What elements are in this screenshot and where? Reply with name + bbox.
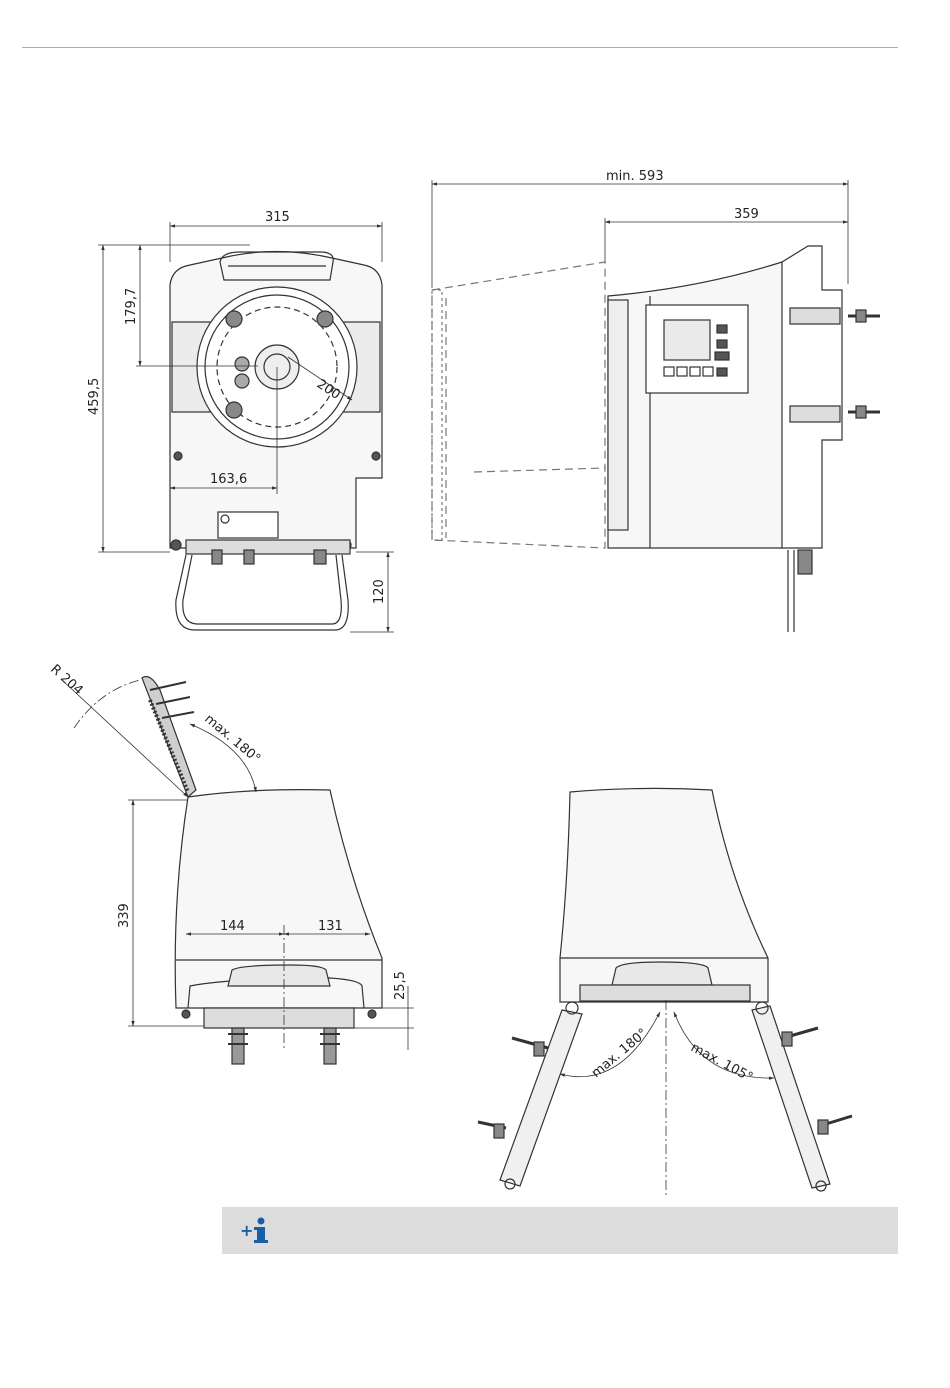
open-angle-label: max. 180° bbox=[201, 712, 263, 767]
front-view bbox=[170, 252, 382, 631]
open-radius-label: R 204 bbox=[47, 662, 85, 699]
pivot-view bbox=[478, 788, 852, 1196]
front-width-label: 315 bbox=[265, 210, 290, 225]
top-right-label: 131 bbox=[318, 919, 343, 934]
front-height-label: 459,5 bbox=[87, 378, 102, 415]
flange-vertical-label: 179,7 bbox=[124, 288, 139, 325]
base-thickness-label: 25,5 bbox=[393, 971, 408, 1000]
info-note-box: + bbox=[222, 1207, 898, 1254]
top-left-label: 144 bbox=[220, 919, 245, 934]
top-view bbox=[142, 677, 382, 1065]
side-view bbox=[432, 246, 880, 632]
handle-height-label: 120 bbox=[372, 579, 387, 604]
side-view-dimensions bbox=[432, 180, 848, 288]
info-plus-icon: + bbox=[240, 1216, 274, 1246]
pivot-right-angle-label: max. 105° bbox=[688, 1040, 755, 1085]
top-height-label: 339 bbox=[117, 903, 132, 928]
side-view-labels: min. 593 359 bbox=[606, 169, 759, 222]
pivot-view-labels: max. 180° max. 105° bbox=[589, 1026, 755, 1085]
pivot-left-angle-label: max. 180° bbox=[589, 1026, 651, 1081]
flange-horizontal-label: 163,6 bbox=[210, 472, 247, 487]
side-depth-min-label: min. 593 bbox=[606, 169, 664, 184]
side-depth-label: 359 bbox=[734, 207, 759, 222]
svg-text:+: + bbox=[240, 1221, 253, 1240]
